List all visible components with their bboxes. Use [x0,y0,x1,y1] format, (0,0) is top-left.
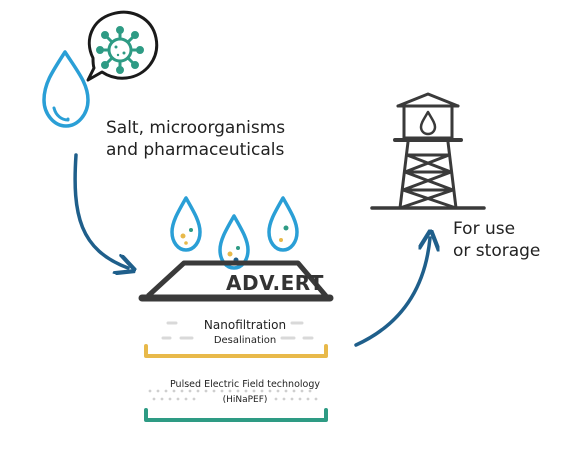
destination-caption: For use or storage [453,218,540,262]
stage2-sub: (HiNaPEF) [222,395,268,405]
stage1-sub: Desalination [213,335,277,346]
pef-tray [144,408,328,422]
device-brand: ADV.ERT [226,271,324,295]
water-drop-icon [42,50,90,128]
microorganism-icon [96,26,144,74]
device-housing [146,260,328,298]
source-caption-line2: and pharmaceuticals [106,140,285,160]
source-caption: Salt, microorganisms and pharmaceuticals [106,117,285,161]
stage2-name: Pulsed Electric Field technology [170,379,320,390]
destination-caption-line1: For use [453,219,516,239]
pef-dots [148,389,318,401]
drop-middle-icon [218,214,250,270]
inflow-arrow [73,153,128,268]
outflow-arrow [354,238,430,347]
drop-left-icon [170,196,202,252]
destination-caption-line2: or storage [453,241,541,261]
nanofiltration-dashes [161,321,314,340]
drop-right-icon [267,196,299,252]
water-tower-icon [370,92,486,210]
tower-drop-icon [419,110,437,136]
nanofiltration-tray [144,344,328,358]
source-caption-line1: Salt, microorganisms [106,118,286,138]
stage1-name: Nanofiltration [203,318,287,332]
